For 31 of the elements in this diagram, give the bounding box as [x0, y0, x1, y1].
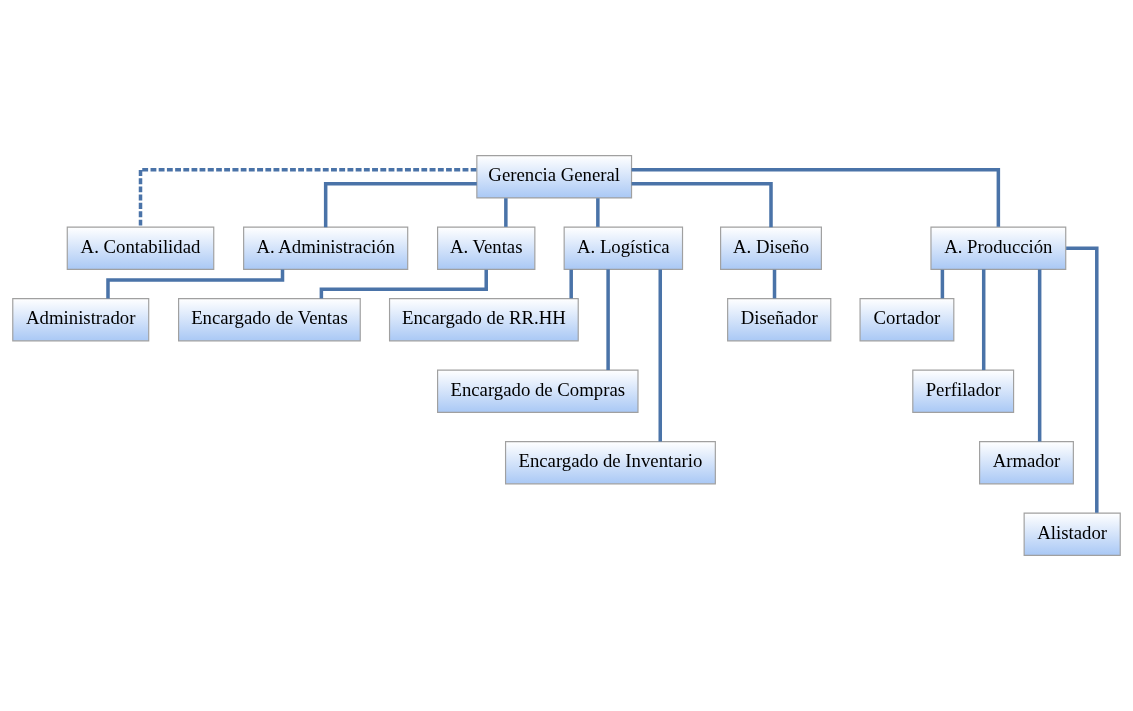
node-box: A. Administración — [243, 226, 409, 270]
node-box: Administrador — [12, 298, 150, 342]
connector — [631, 168, 1001, 227]
connector — [569, 269, 573, 299]
node-box: A. Logística — [563, 226, 684, 270]
connector — [1066, 246, 1099, 513]
node-box: Encargado de RR.HH — [388, 298, 579, 342]
node-box: Encargado de Compras — [437, 369, 639, 413]
node-box: Diseñador — [727, 298, 832, 342]
connector — [940, 269, 945, 299]
connector — [323, 182, 477, 228]
connector — [981, 269, 986, 371]
node-box: A. Producción — [930, 226, 1067, 270]
node-box: Perfilador — [912, 369, 1015, 413]
connector — [1037, 269, 1042, 442]
connector — [138, 168, 477, 227]
connector — [504, 198, 508, 227]
node-box: Cortador — [859, 298, 955, 342]
node-box: A. Ventas — [437, 226, 536, 270]
connector — [658, 269, 662, 442]
connector — [606, 269, 610, 371]
node-box: A. Diseño — [720, 226, 822, 270]
connector — [631, 182, 773, 228]
connector — [772, 269, 777, 299]
node-box: Encargado de Ventas — [178, 298, 361, 342]
connector — [596, 198, 600, 227]
node-box: Encargado de Inventario — [504, 441, 716, 485]
node-box: Armador — [979, 441, 1074, 485]
node-box: Gerencia General — [476, 155, 633, 199]
node-box: Alistador — [1023, 512, 1121, 556]
node-box: A. Contabilidad — [66, 226, 215, 270]
